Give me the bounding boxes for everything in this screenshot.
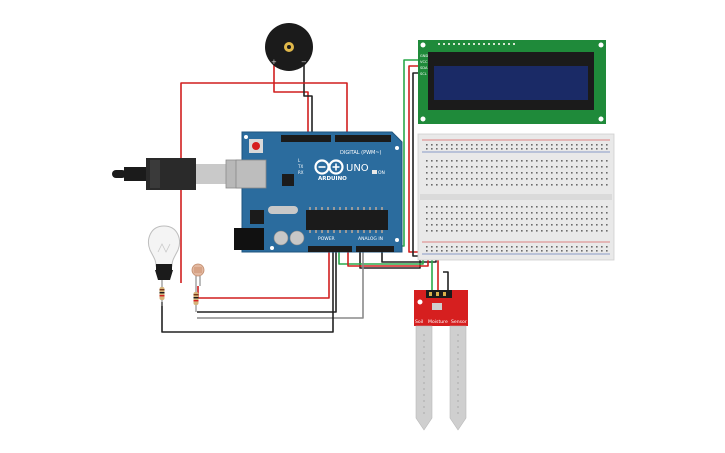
resistor-bulb [159, 280, 165, 306]
wire-lcd-red [408, 65, 420, 253]
digital-header-label: DIGITAL (PWM~) [340, 150, 382, 156]
on-led [372, 170, 377, 174]
light-bulb[interactable] [148, 225, 180, 280]
piezo-buzzer[interactable]: + − [265, 23, 313, 71]
power-header [308, 246, 352, 252]
tx-label: TX [297, 164, 303, 169]
sensor-component [432, 303, 442, 310]
wire-ldr-black [197, 250, 337, 313]
wire-ldr-red [197, 250, 330, 299]
wire-ldr-grey [197, 250, 364, 319]
rx-label: RX [298, 170, 304, 175]
wire-lcd-black [412, 72, 420, 257]
small-chip [282, 174, 294, 186]
arduino-uno-board[interactable]: DIGITAL (PWM~) ARDUINO UNO TX RX L ON [234, 131, 403, 253]
analog-header [356, 246, 394, 252]
lcd-pin-gnd: GND [420, 54, 428, 58]
lcd-screen [434, 66, 588, 100]
digital-header-2 [335, 135, 391, 142]
arduino-logo [314, 159, 344, 175]
lcd-pin-scl: SCL [420, 72, 427, 76]
regulator [250, 210, 264, 224]
sensor-label-sensor: Sensor [451, 319, 467, 325]
breadboard-holes [426, 144, 608, 252]
breadboard[interactable] [417, 133, 615, 261]
buzzer-minus-label: − [301, 58, 307, 66]
wire-sensor-black [443, 271, 449, 296]
sensor-label-soil: Soil [415, 319, 423, 325]
breadboard-center-channel [420, 194, 612, 200]
capacitor-2 [289, 230, 305, 246]
buzzer-plus-label: + [271, 58, 277, 66]
photoresistor[interactable] [191, 263, 205, 312]
on-label: ON [378, 170, 385, 176]
probe-traces [423, 334, 459, 414]
capacitor-1 [273, 230, 289, 246]
lcd-16x2-module[interactable]: GND VCC SDA SCL [418, 40, 606, 124]
resistor-ldr [193, 292, 199, 305]
lcd-pin-vcc: VCC [420, 60, 428, 64]
digital-header-1 [281, 135, 331, 142]
sensor-label-moisture: Moisture [428, 319, 448, 325]
lcd-pin-row [438, 43, 515, 45]
crystal [268, 206, 298, 214]
analog-label: ANALOG IN [358, 236, 383, 242]
l-label: L [298, 158, 301, 163]
soil-moisture-sensor[interactable]: Soil Moisture Sensor [414, 290, 468, 431]
arduino-brand-text: ARDUINO [318, 176, 347, 182]
power-label: POWER [318, 236, 335, 242]
arduino-model-text: UNO [346, 163, 369, 174]
wire-buzzer-black [303, 63, 313, 138]
power-jack [234, 228, 264, 250]
lcd-pin-sda: SDA [420, 66, 428, 70]
atmega-chip [306, 210, 388, 230]
wire-buzzer-red [273, 63, 309, 138]
usb-jack [235, 159, 267, 189]
chip-pins [309, 207, 383, 233]
wire-bulb-black [161, 250, 334, 333]
